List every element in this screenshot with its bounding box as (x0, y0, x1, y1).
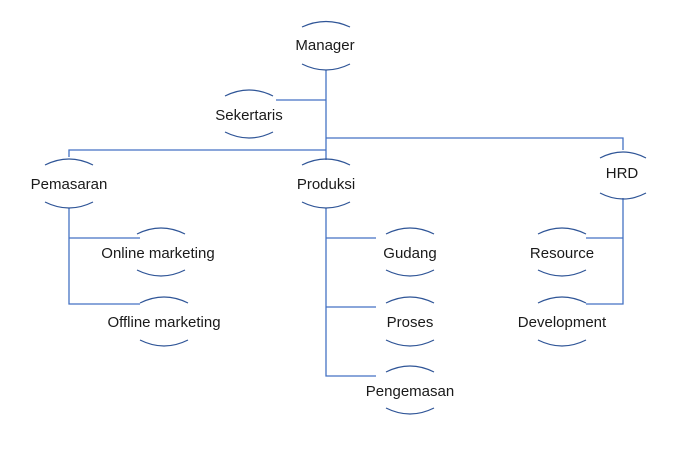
node-development-label: Development (518, 314, 607, 331)
node-development-arc-top (537, 296, 587, 304)
node-sekertaris-arc-top (224, 89, 274, 97)
node-hrd-label: HRD (606, 165, 639, 182)
node-produksi-arc-bottom (301, 201, 351, 209)
node-online-marketing[interactable]: Online marketing (101, 227, 215, 277)
connector-lines (68, 70, 624, 377)
node-offline-marketing-label: Offline marketing (107, 314, 220, 331)
node-pemasaran-arc-bottom (44, 201, 94, 209)
node-sekertaris-label: Sekertaris (215, 107, 283, 124)
connector-pemasaran-subtree (68, 208, 140, 305)
node-produksi-label: Produksi (297, 176, 355, 193)
node-manager-arc-bottom (301, 63, 351, 71)
node-pemasaran-label: Pemasaran (31, 176, 108, 193)
node-resource[interactable]: Resource (530, 227, 594, 277)
node-hrd-arc-bottom (599, 192, 647, 200)
connector-produksi-subtree (325, 208, 376, 377)
node-hrd-arc-top (599, 151, 647, 159)
org-nodes: Manager Sekertaris Pemasaran Produksi HR… (31, 20, 647, 415)
node-online-marketing-label: Online marketing (101, 245, 214, 262)
node-proses[interactable]: Proses (385, 296, 435, 347)
node-pengemasan-arc-top (385, 365, 435, 373)
node-hrd[interactable]: HRD (599, 151, 647, 200)
node-pengemasan-arc-bottom (385, 407, 435, 415)
node-proses-arc-bottom (385, 339, 435, 347)
node-offline-marketing[interactable]: Offline marketing (107, 296, 221, 347)
node-resource-arc-bottom (537, 269, 587, 277)
node-gudang-label: Gudang (383, 245, 436, 262)
node-pengemasan[interactable]: Pengemasan (366, 365, 454, 415)
node-pemasaran-arc-top (44, 158, 94, 166)
node-proses-label: Proses (387, 314, 434, 331)
node-gudang-arc-bottom (385, 269, 435, 277)
connector-manager-hrd (326, 137, 624, 150)
node-sekertaris-arc-bottom (224, 131, 274, 139)
node-development-arc-bottom (537, 339, 587, 347)
node-gudang[interactable]: Gudang (383, 227, 437, 277)
node-online-marketing-arc-top (136, 227, 186, 235)
connector-manager-pemasaran (68, 149, 326, 157)
node-manager[interactable]: Manager (295, 20, 355, 71)
node-manager-arc-top (301, 20, 351, 28)
node-produksi-arc-top (301, 158, 351, 166)
node-online-marketing-arc-bottom (136, 269, 186, 277)
node-gudang-arc-top (385, 227, 435, 235)
node-resource-arc-top (537, 227, 587, 235)
node-offline-marketing-arc-top (139, 296, 189, 304)
node-resource-label: Resource (530, 245, 594, 262)
node-pengemasan-label: Pengemasan (366, 383, 454, 400)
node-proses-arc-top (385, 296, 435, 304)
connector-hrd-subtree (586, 198, 624, 305)
node-pemasaran[interactable]: Pemasaran (31, 158, 108, 209)
node-offline-marketing-arc-bottom (139, 339, 189, 347)
node-development[interactable]: Development (518, 296, 607, 347)
node-sekertaris[interactable]: Sekertaris (215, 89, 283, 139)
node-manager-label: Manager (295, 37, 354, 54)
node-produksi[interactable]: Produksi (297, 158, 355, 209)
